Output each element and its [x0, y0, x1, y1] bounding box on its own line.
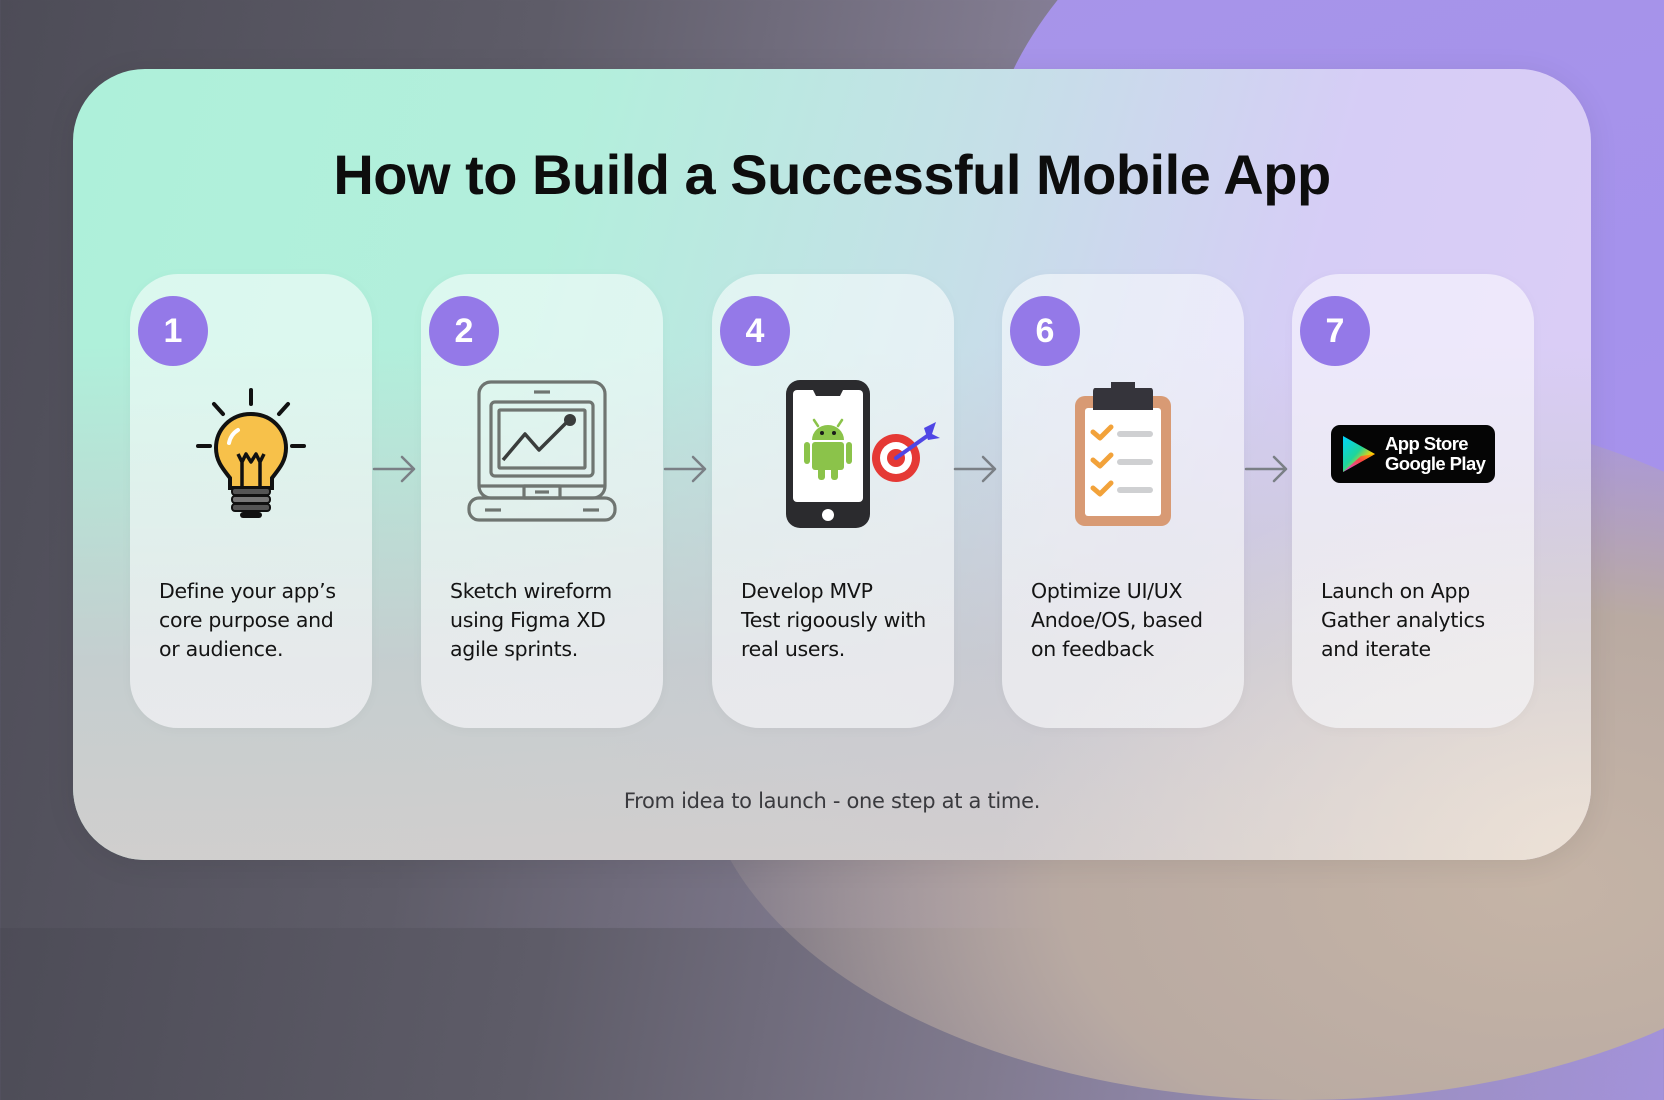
app-store-badge[interactable]: App Store Google Play — [1331, 425, 1495, 483]
step-number-badge: 1 — [138, 296, 208, 366]
step-text-line: Launch on App — [1321, 579, 1470, 603]
laptop-chart-icon — [421, 374, 663, 534]
lightbulb-icon — [130, 374, 372, 534]
clipboard-checklist-icon — [1002, 374, 1244, 534]
step-text-line: Sketch wireform — [450, 579, 612, 603]
google-play-icon — [1343, 436, 1375, 472]
android-phone-target-icon — [712, 374, 954, 534]
right-arrow-icon — [663, 455, 707, 483]
step-number-badge: 6 — [1010, 296, 1080, 366]
step-text-line: and iterate — [1321, 637, 1431, 661]
step-number-badge: 7 — [1300, 296, 1370, 366]
step-description: Launch on App Gather analytics and itera… — [1321, 577, 1531, 664]
step-card-2: 2 Sketch wireform using Figma XD agile s… — [421, 274, 663, 728]
app-store-badge-container: App Store Google Play — [1292, 374, 1534, 534]
page-title: How to Build a Successful Mobile App — [333, 143, 1331, 206]
step-text-line: Gather analytics — [1321, 608, 1485, 632]
step-text-line: Define your app’s — [159, 579, 336, 603]
store-badge-text: App Store Google Play — [1385, 433, 1486, 474]
step-description: Define your app’s core purpose and or au… — [159, 577, 369, 664]
step-text-line: agile sprints. — [450, 637, 578, 661]
right-arrow-icon — [1244, 455, 1288, 483]
step-text-line: using Figma XD — [450, 608, 606, 632]
google-play-label: Google Play — [1385, 453, 1486, 474]
step-text-line: on feedback — [1031, 637, 1154, 661]
step-card-1: 1 Define your app’s core purpose and or … — [130, 274, 372, 728]
footer-tagline: From idea to launch - one step at a time… — [623, 789, 1041, 813]
step-description: Develop MVP Test rigoously with real use… — [741, 577, 951, 664]
right-arrow-icon — [372, 455, 416, 483]
step-text-line: Test rigoously with — [741, 608, 926, 632]
app-store-label: App Store — [1385, 433, 1469, 454]
step-text-line: real users. — [741, 637, 845, 661]
right-arrow-icon — [953, 455, 997, 483]
step-number-badge: 2 — [429, 296, 499, 366]
step-number-badge: 4 — [720, 296, 790, 366]
step-text-line: Andoe/OS, based — [1031, 608, 1203, 632]
step-text-line: or audience. — [159, 637, 284, 661]
step-description: Sketch wireform using Figma XD agile spr… — [450, 577, 660, 664]
step-text-line: Develop MVP — [741, 579, 873, 603]
step-description: Optimize UI/UX Andoe/OS, based on feedba… — [1031, 577, 1241, 664]
step-text-line: Optimize UI/UX — [1031, 579, 1183, 603]
step-text-line: core purpose and — [159, 608, 334, 632]
step-card-4: 6 Optimize UI/UX Andoe/OS, based on feed… — [1002, 274, 1244, 728]
step-card-3: 4 De — [712, 274, 954, 728]
step-card-5: 7 — [1292, 274, 1534, 728]
